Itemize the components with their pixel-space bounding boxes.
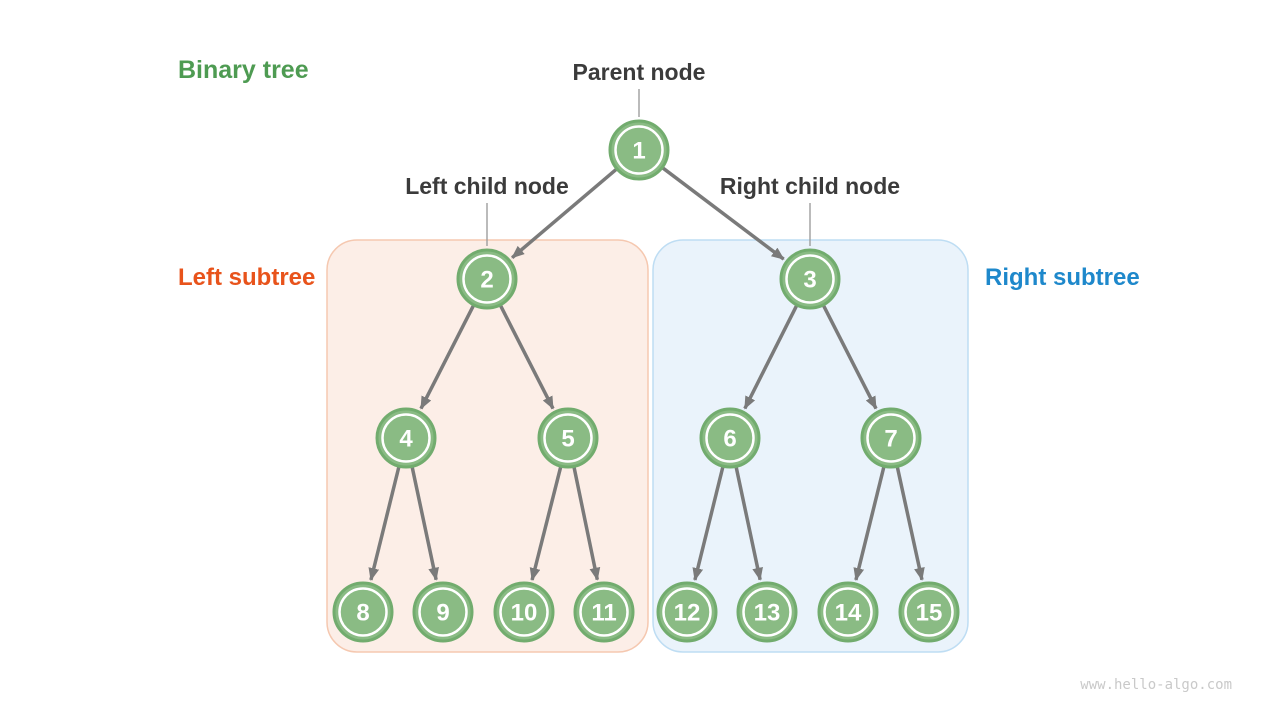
node-inner-ring <box>418 587 468 637</box>
left-subtree-label: Left subtree <box>178 264 316 291</box>
node-inner-ring <box>705 413 755 463</box>
tree-node-14: 14 <box>817 581 879 643</box>
tree-node-value: 4 <box>399 426 413 453</box>
tree-node-value: 13 <box>754 600 781 627</box>
node-circle <box>412 581 474 643</box>
tree-edges <box>368 166 925 582</box>
tree-edge-3-6 <box>743 305 799 410</box>
node-inner-ring <box>823 587 873 637</box>
node-circle <box>456 248 518 310</box>
node-inner-ring <box>614 125 664 175</box>
tree-node-value: 14 <box>835 600 862 627</box>
tree-node-value: 5 <box>561 426 574 453</box>
node-circle <box>699 407 761 469</box>
tree-node-6: 6 <box>699 407 761 469</box>
tree-edge-7-15 <box>895 466 925 581</box>
tree-node-12: 12 <box>656 581 718 643</box>
tree-node-1: 1 <box>608 119 670 181</box>
right-child-node-label: Right child node <box>719 173 901 199</box>
tree-node-15: 15 <box>898 581 960 643</box>
tree-node-value: 12 <box>674 600 701 627</box>
node-inner-ring <box>785 254 835 304</box>
parent-node-label: Parent node <box>572 59 706 85</box>
node-circle <box>493 581 555 643</box>
tree-node-4: 4 <box>375 407 437 469</box>
node-circle <box>779 248 841 310</box>
tree-node-value: 9 <box>436 600 449 627</box>
tree-edge-1-2 <box>511 168 618 259</box>
node-circle <box>898 581 960 643</box>
node-circle <box>608 119 670 181</box>
tree-node-7: 7 <box>860 407 922 469</box>
node-circle <box>817 581 879 643</box>
tree-edge-6-12 <box>692 466 725 582</box>
left-child-node-label: Left child node <box>405 173 569 199</box>
tree-edge-4-8 <box>368 466 401 582</box>
tree-edge-3-7 <box>822 304 878 410</box>
tree-node-value: 6 <box>723 426 736 453</box>
tree-node-11: 11 <box>573 581 635 643</box>
tree-edge-5-10 <box>529 466 563 582</box>
node-inner-ring <box>499 587 549 637</box>
tree-edge-6-13 <box>734 466 763 581</box>
node-inner-ring <box>662 587 712 637</box>
right-subtree-label: Right subtree <box>985 264 1140 291</box>
tree-node-3: 3 <box>779 248 841 310</box>
tree-node-value: 2 <box>480 267 493 294</box>
tree-node-value: 7 <box>884 426 897 453</box>
node-circle <box>375 407 437 469</box>
subtree-regions <box>326 239 969 653</box>
tree-node-10: 10 <box>493 581 555 643</box>
node-circle <box>860 407 922 469</box>
node-inner-ring <box>543 413 593 463</box>
tree-node-value: 11 <box>591 600 616 627</box>
tree-edge-5-11 <box>572 467 601 581</box>
label-connectors <box>486 89 811 246</box>
tree-node-value: 8 <box>356 600 369 627</box>
tree-edge-2-5 <box>499 304 555 410</box>
node-inner-ring <box>742 587 792 637</box>
node-inner-ring <box>338 587 388 637</box>
tree-node-8: 8 <box>332 581 394 643</box>
tree-node-2: 2 <box>456 248 518 310</box>
node-circle <box>537 407 599 469</box>
tree-node-5: 5 <box>537 407 599 469</box>
node-circle <box>736 581 798 643</box>
diagram-title: Binary tree <box>178 56 309 84</box>
tree-edge-1-3 <box>661 166 785 261</box>
node-inner-ring <box>904 587 954 637</box>
node-inner-ring <box>381 413 431 463</box>
node-circle <box>332 581 394 643</box>
node-inner-ring <box>579 587 629 637</box>
tree-node-9: 9 <box>412 581 474 643</box>
node-circle <box>573 581 635 643</box>
tree-node-value: 3 <box>803 267 816 294</box>
tree-node-value: 10 <box>511 600 538 627</box>
tree-node-value: 15 <box>916 600 943 627</box>
tree-edge-4-9 <box>410 466 439 581</box>
node-inner-ring <box>866 413 916 463</box>
tree-edge-2-4 <box>419 304 475 410</box>
tree-edge-7-14 <box>853 466 886 582</box>
node-inner-ring <box>462 254 512 304</box>
watermark: www.hello-algo.com <box>1080 677 1232 693</box>
tree-node-13: 13 <box>736 581 798 643</box>
tree-node-value: 1 <box>632 138 645 165</box>
node-circle <box>656 581 718 643</box>
